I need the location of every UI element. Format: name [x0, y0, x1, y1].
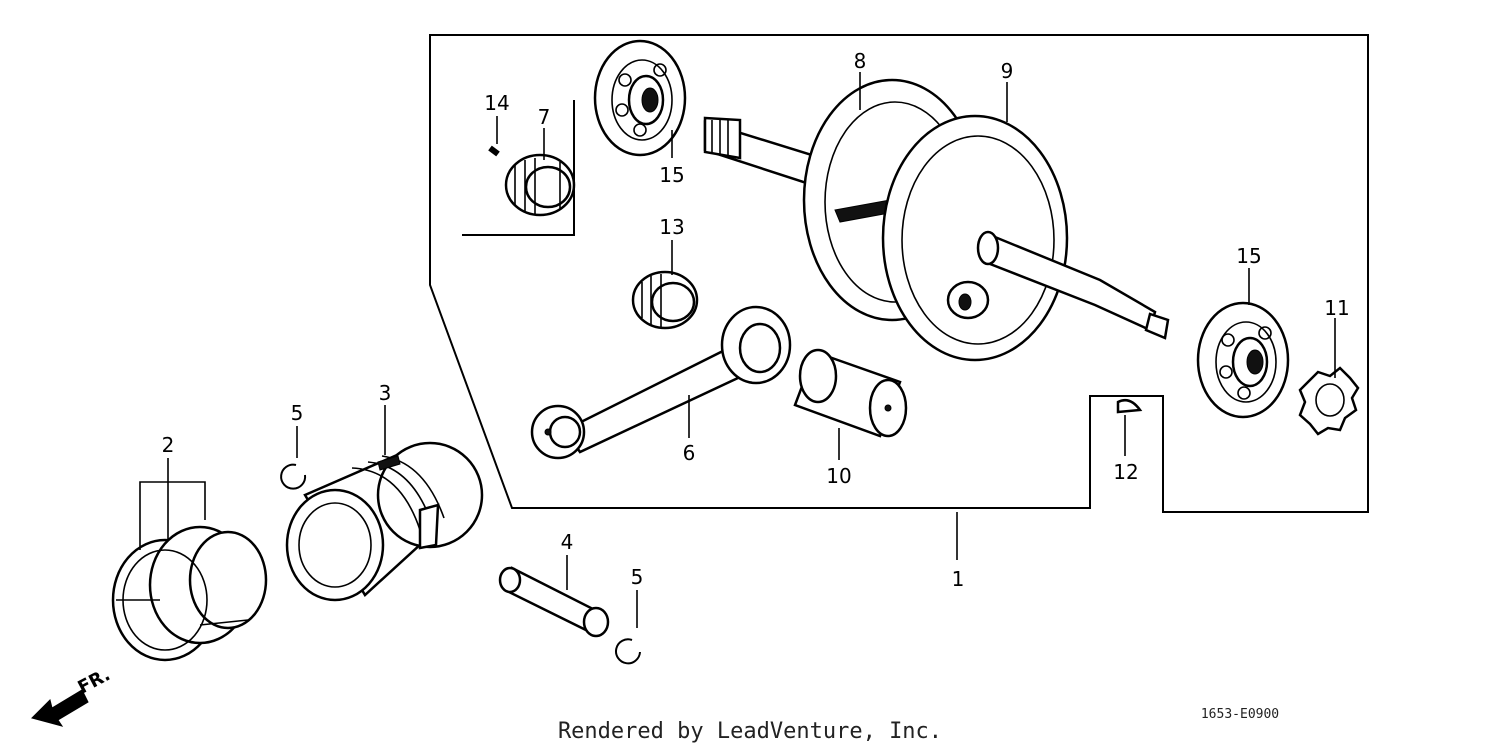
- callout-3: 3: [379, 381, 392, 405]
- crankshaft[interactable]: [703, 78, 1170, 362]
- callout-5-left: 5: [291, 401, 304, 425]
- piston[interactable]: [285, 441, 484, 602]
- piston-pin[interactable]: [498, 566, 610, 638]
- needle-bearing-small-end[interactable]: [504, 153, 576, 217]
- callout-4: 4: [561, 530, 574, 554]
- callout-15-top: 15: [659, 163, 684, 187]
- connecting-rod[interactable]: [530, 305, 792, 460]
- callout-13: 13: [659, 215, 684, 239]
- callout-8: 8: [854, 49, 867, 73]
- callout-10: 10: [826, 464, 851, 488]
- piston-pin-clip-left[interactable]: [280, 463, 307, 490]
- callout-2: 2: [162, 433, 175, 457]
- callout-9: 9: [1001, 59, 1014, 83]
- callout-12: 12: [1113, 460, 1138, 484]
- callout-1: 1: [952, 567, 965, 591]
- callout-6: 6: [683, 441, 696, 465]
- leader-lines: [139, 72, 1336, 628]
- callout-11: 11: [1324, 296, 1349, 320]
- crank-pin[interactable]: [793, 348, 908, 438]
- needle-bearing-big-end[interactable]: [631, 270, 699, 330]
- diagram-code: 1653-E0900: [1201, 707, 1279, 722]
- piston-pin-clip-right[interactable]: [615, 638, 641, 665]
- subgroup-box: [462, 100, 575, 236]
- front-direction-arrow-icon: [31, 689, 89, 727]
- pin[interactable]: [488, 145, 500, 157]
- callout-7: 7: [538, 105, 551, 129]
- drive-gear[interactable]: [1298, 366, 1360, 436]
- ball-bearing-right[interactable]: [1196, 301, 1290, 419]
- callout-5-right: 5: [631, 565, 644, 589]
- ball-bearing-top[interactable]: [593, 39, 687, 157]
- callout-14: 14: [484, 91, 509, 115]
- assembly-outline: [429, 34, 1369, 513]
- callout-15-right: 15: [1236, 244, 1261, 268]
- woodruff-key[interactable]: [1116, 399, 1143, 414]
- piston-rings[interactable]: [111, 525, 268, 662]
- footer-credit: Rendered by LeadVenture, Inc.: [558, 719, 942, 744]
